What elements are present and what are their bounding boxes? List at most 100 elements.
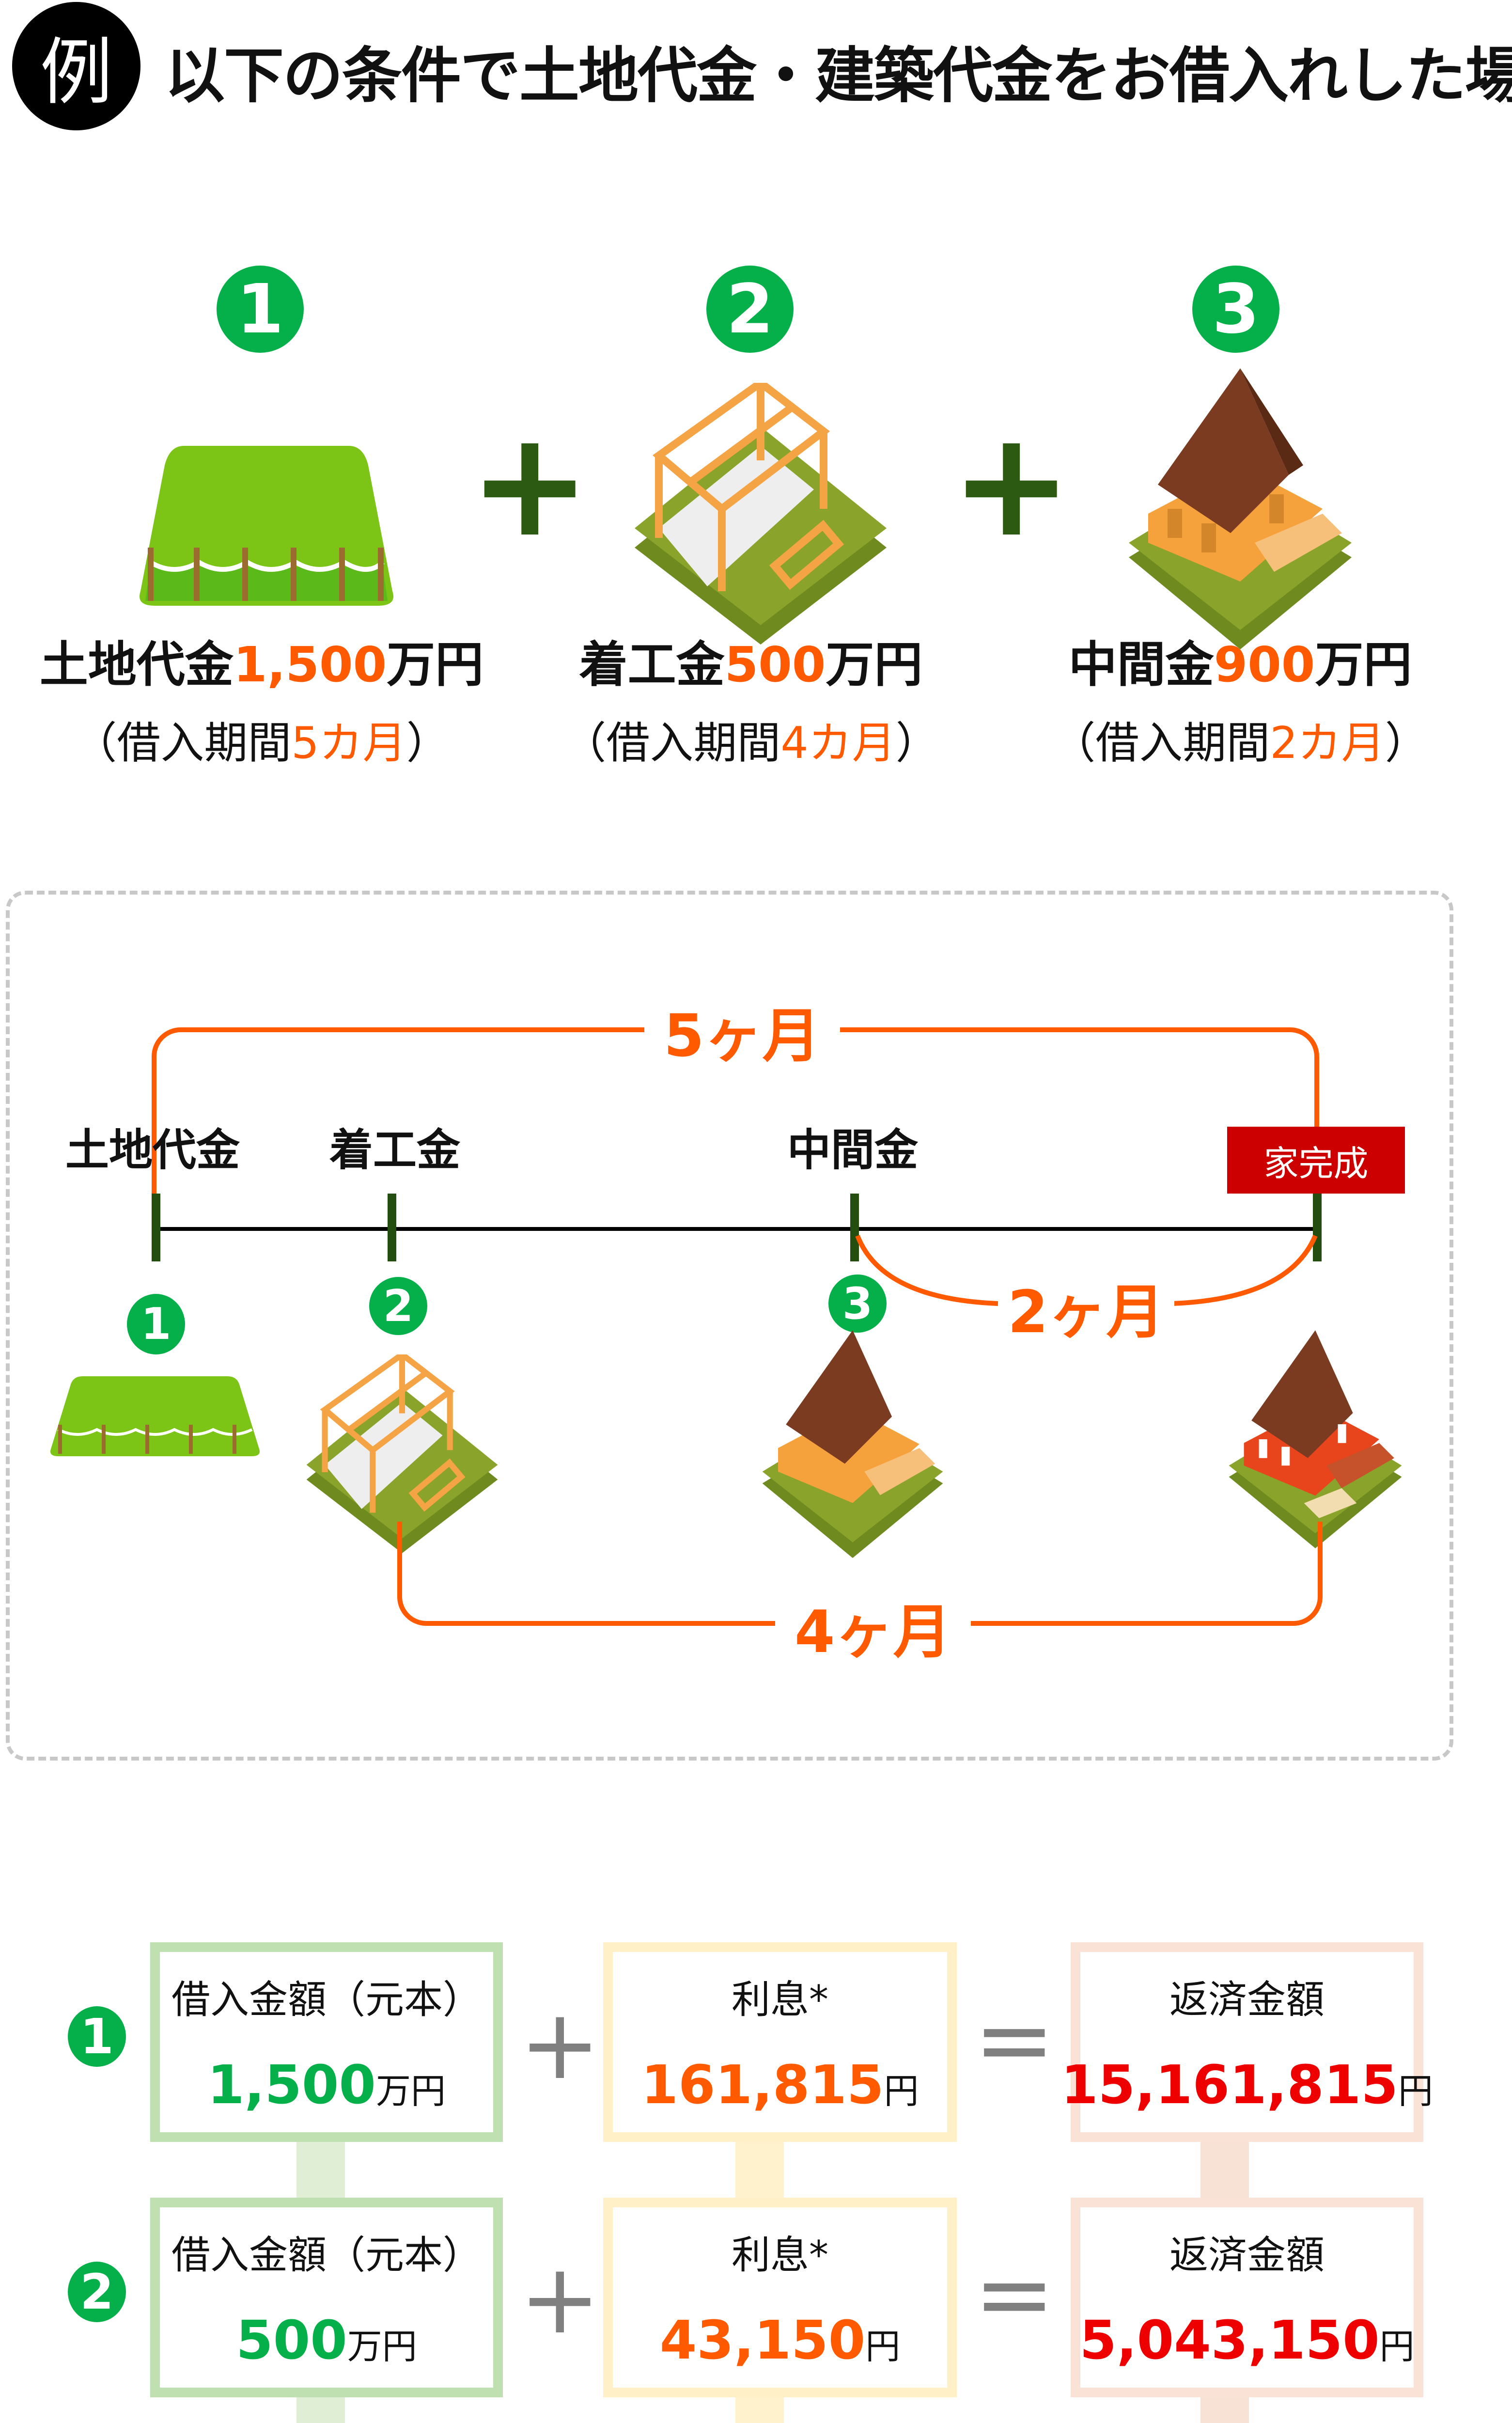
- principal-value: 500万円: [236, 2309, 417, 2371]
- repayment-amount: 5,043,150: [1079, 2309, 1380, 2371]
- timeline-number-1: 1: [127, 1294, 185, 1354]
- stage-period-3: （借入期間2カ月）: [998, 708, 1482, 771]
- repayment-value: 5,043,150円: [1079, 2309, 1414, 2371]
- period-prefix: （借入期間: [562, 718, 781, 769]
- timeline-label-start: 着工金: [329, 1125, 460, 1176]
- stage-amount: 1,500: [233, 636, 387, 693]
- principal-box-2: 借入金額（元本） 500万円: [150, 2198, 503, 2397]
- principal-amount: 1,500: [207, 2054, 376, 2116]
- timeline-label-middle: 中間金: [787, 1125, 918, 1176]
- interest-header: 利息*: [732, 2233, 828, 2278]
- period-suffix: ）: [1385, 718, 1429, 769]
- interest-box-2: 利息* 43,150円: [603, 2198, 957, 2397]
- house-under-construction-small-icon: [762, 1330, 943, 1558]
- stage-period-2: （借入期間4カ月）: [509, 708, 993, 771]
- timeline-label-land: 土地代金: [65, 1125, 240, 1176]
- plus-icon: +: [469, 400, 591, 569]
- timeline-number-text: 1: [140, 1299, 171, 1350]
- house-complete-badge: 家完成: [1227, 1127, 1405, 1194]
- equals-operator: =: [974, 1983, 1055, 2096]
- row-number-1: 1: [68, 2006, 126, 2067]
- connector: [735, 2140, 784, 2198]
- interest-unit: 円: [884, 2071, 919, 2111]
- stage-number-3: 3: [1192, 266, 1279, 353]
- interest-amount: 43,150: [659, 2309, 866, 2371]
- land-lot-icon: [140, 446, 393, 606]
- repayment-header: 返済金額: [1169, 2233, 1325, 2278]
- interest-header: 利息*: [732, 1977, 828, 2022]
- timeline-tick-2: [388, 1194, 396, 1261]
- timeline-panel: [6, 891, 1453, 1761]
- house-frame-icon: [635, 383, 887, 645]
- timeline-number-3: 3: [828, 1274, 887, 1333]
- house-complete-text: 家完成: [1263, 1143, 1369, 1184]
- principal-unit: 万円: [375, 2071, 446, 2111]
- period-suffix: ）: [406, 718, 450, 769]
- stage-number-1: 1: [217, 266, 304, 353]
- interest-unit: 円: [865, 2326, 901, 2367]
- repayment-unit: 円: [1398, 2071, 1433, 2111]
- period-value: 4カ月: [780, 718, 896, 769]
- stage-number-2: 2: [706, 266, 794, 353]
- row-number-text: 2: [80, 2264, 114, 2320]
- interest-value: 43,150円: [660, 2309, 901, 2371]
- connector: [1200, 2394, 1249, 2423]
- connector: [296, 2394, 345, 2423]
- stage-number-text: 1: [236, 269, 284, 349]
- timeline-tick-end: [1313, 1194, 1322, 1261]
- five-month-label: 5ヶ月: [644, 989, 840, 1073]
- period-value: 2カ月: [1270, 718, 1385, 769]
- timeline-number-2: 2: [369, 1277, 427, 1335]
- two-month-arc: [855, 1235, 1318, 1306]
- connector: [1200, 2140, 1249, 2198]
- stage-number-text: 2: [726, 269, 774, 349]
- page-title: 以下の条件で土地代金・建築代金をお借入れした場合: [165, 41, 1512, 111]
- principal-box-1: 借入金額（元本） 1,500万円: [150, 1942, 503, 2142]
- stage-unit: 万円: [387, 636, 484, 693]
- timeline-tick-3: [850, 1194, 859, 1261]
- equals-operator: =: [974, 2238, 1055, 2351]
- stage-number-text: 3: [1212, 269, 1260, 349]
- principal-header: 借入金額（元本）: [171, 1977, 482, 2022]
- stage-amount: 900: [1214, 636, 1315, 693]
- period-value: 5カ月: [291, 718, 406, 769]
- plus-operator: +: [519, 1988, 601, 2101]
- timeline-tick-1: [152, 1194, 160, 1261]
- two-month-label: 2ヶ月: [998, 1265, 1174, 1349]
- repayment-header: 返済金額: [1169, 1977, 1325, 2022]
- stage-name: 着工金: [579, 636, 725, 693]
- timeline-axis: [156, 1227, 1319, 1231]
- timeline-number-text: 3: [842, 1278, 873, 1329]
- stage-name: 土地代金: [39, 636, 234, 693]
- interest-box-1: 利息* 161,815円: [603, 1942, 957, 2142]
- principal-unit: 万円: [347, 2326, 417, 2367]
- principal-value: 1,500万円: [207, 2054, 446, 2116]
- interest-amount: 161,815: [641, 2054, 884, 2116]
- row-number-text: 1: [80, 2008, 114, 2065]
- period-prefix: （借入期間: [1052, 718, 1270, 769]
- land-lot-small-icon: [50, 1376, 260, 1456]
- plus-icon: +: [951, 400, 1073, 569]
- completed-house-icon: [1229, 1330, 1402, 1548]
- stage-label-2: 着工金500万円: [509, 625, 993, 695]
- stage-unit: 万円: [826, 636, 923, 693]
- connector: [735, 2394, 784, 2423]
- principal-header: 借入金額（元本）: [171, 2233, 482, 2278]
- stage-name: 中間金: [1068, 636, 1214, 693]
- repayment-unit: 円: [1379, 2326, 1415, 2367]
- repayment-amount: 15,161,815: [1061, 2054, 1398, 2116]
- stage-unit: 万円: [1315, 636, 1412, 693]
- principal-amount: 500: [236, 2309, 347, 2371]
- repayment-value: 15,161,815円: [1061, 2054, 1433, 2116]
- four-month-label: 4ヶ月: [775, 1585, 971, 1669]
- house-under-construction-icon: [1129, 368, 1352, 649]
- period-suffix: ）: [895, 718, 939, 769]
- interest-value: 161,815円: [641, 2054, 919, 2116]
- example-badge-text: 例: [40, 31, 113, 115]
- house-frame-small-icon: [306, 1354, 498, 1553]
- stage-period-1: （借入期間5カ月）: [19, 708, 504, 771]
- stage-label-1: 土地代金1,500万円: [19, 625, 504, 695]
- timeline-number-text: 2: [383, 1280, 414, 1332]
- repayment-box-2: 返済金額 5,043,150円: [1071, 2198, 1423, 2397]
- stage-label-3: 中間金900万円: [998, 625, 1482, 695]
